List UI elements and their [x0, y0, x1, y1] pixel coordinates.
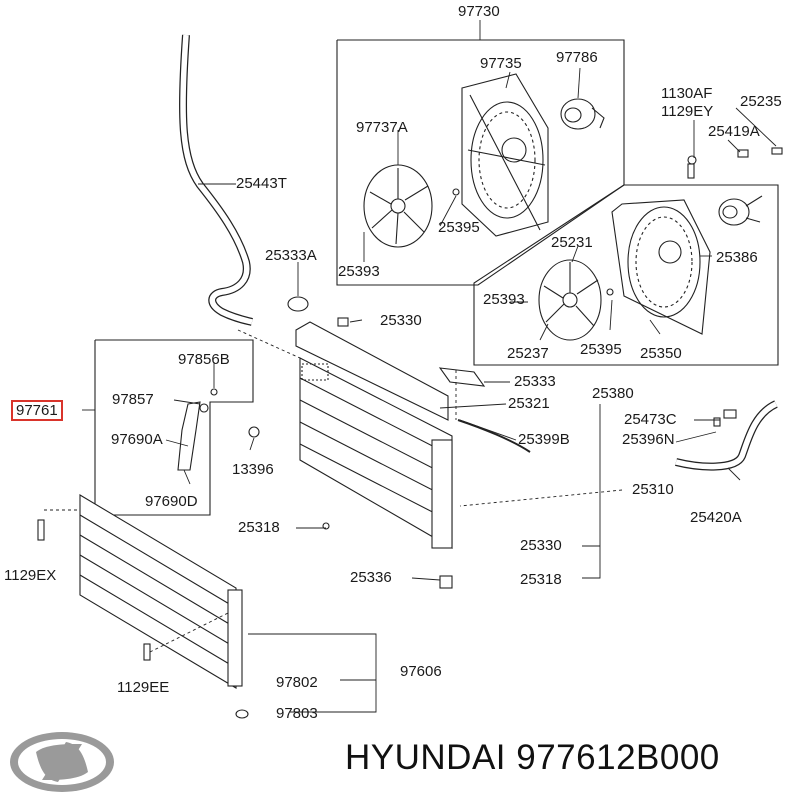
small-hardware — [37, 147, 783, 719]
fan-assembly-a-box — [336, 39, 625, 286]
leader-lines — [44, 20, 777, 713]
label-97803: 97803 — [276, 705, 318, 722]
stay-25399b — [457, 419, 531, 453]
label-97802: 97802 — [276, 674, 318, 691]
label-25399b: 25399B — [518, 431, 570, 448]
label-97737a: 97737A — [356, 119, 408, 136]
label-25318-b: 25318 — [520, 571, 562, 588]
label-25393-a: 25393 — [338, 263, 380, 280]
radiator-core — [295, 321, 453, 549]
label-25318-a: 25318 — [238, 519, 280, 536]
label-97690d: 97690D — [145, 493, 198, 510]
label-25386: 25386 — [716, 249, 758, 266]
fan-blade-b — [538, 259, 602, 341]
label-25473c: 25473C — [624, 411, 677, 428]
label-1130af: 1130AF — [661, 85, 713, 102]
fan-blade-a — [363, 164, 433, 248]
label-25321: 25321 — [508, 395, 550, 412]
label-25419a: 25419A — [708, 123, 760, 140]
label-25336: 25336 — [350, 569, 392, 586]
label-25393-b: 25393 — [483, 291, 525, 308]
label-1129ee: 1129EE — [117, 679, 170, 696]
label-25396n: 25396N — [622, 431, 675, 448]
fan-motor-a — [560, 98, 605, 130]
label-97735: 97735 — [480, 55, 522, 72]
brand-part-number: HYUNDAI 977612B000 — [345, 738, 720, 777]
label-1129ex: 1129EX — [4, 567, 57, 584]
fan-shroud-b — [611, 199, 711, 335]
label-25333a: 25333A — [265, 247, 317, 264]
mounting-bracket — [177, 388, 218, 471]
condenser-core — [79, 494, 243, 689]
label-25333: 25333 — [514, 373, 556, 390]
label-25330-b: 25330 — [520, 537, 562, 554]
label-25310: 25310 — [632, 481, 674, 498]
label-25395-a: 25395 — [438, 219, 480, 236]
label-25395-b: 25395 — [580, 341, 622, 358]
label-1129ey: 1129EY — [661, 103, 714, 120]
label-97856b: 97856B — [178, 351, 230, 368]
label-25443t: 25443T — [236, 175, 287, 192]
coolant-pipe-25420a — [675, 400, 778, 471]
label-25235: 25235 — [740, 93, 782, 110]
fan-motor-b — [718, 195, 763, 226]
label-25350: 25350 — [640, 345, 682, 362]
label-25237: 25237 — [507, 345, 549, 362]
label-25330-a: 25330 — [380, 312, 422, 329]
label-25231: 25231 — [551, 234, 593, 251]
label-25420a: 25420A — [690, 509, 742, 526]
label-97606: 97606 — [400, 663, 442, 680]
label-97690a: 97690A — [111, 431, 163, 448]
fan-shroud-a — [461, 73, 549, 237]
label-97730: 97730 — [458, 3, 500, 20]
hyundai-logo — [10, 732, 114, 792]
label-97761-highlighted: 97761 — [11, 400, 63, 421]
label-25380: 25380 — [592, 385, 634, 402]
hose-25443t — [178, 34, 253, 326]
label-97786: 97786 — [556, 49, 598, 66]
label-97857: 97857 — [112, 391, 154, 408]
label-13396: 13396 — [232, 461, 274, 478]
fan-assembly-b-box — [473, 184, 779, 366]
